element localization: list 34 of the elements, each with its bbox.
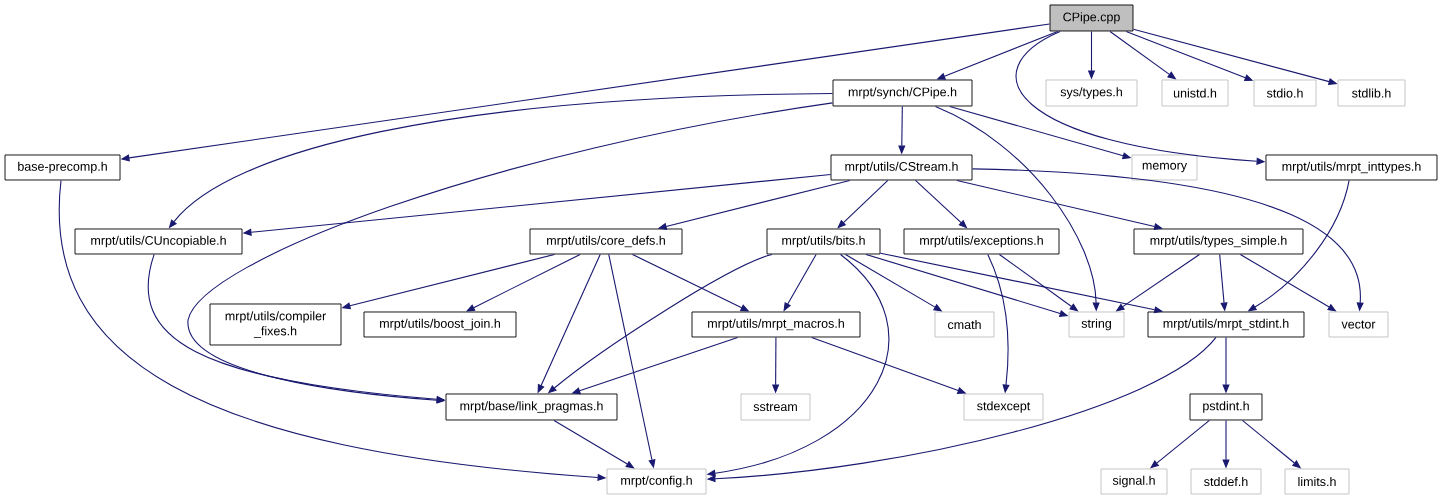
file-box: cmath bbox=[934, 311, 995, 338]
file-box: signal.h bbox=[1100, 468, 1168, 495]
file-box: sstream bbox=[740, 393, 811, 421]
file-box: mrpt/utils/CUncopiable.h bbox=[74, 228, 243, 255]
file-box: mrpt/config.h bbox=[606, 468, 707, 495]
file-box: stddef.h bbox=[1190, 468, 1262, 495]
file-box: mrpt/utils/compiler _fixes.h bbox=[209, 303, 342, 346]
file-box: pstdint.h bbox=[1189, 393, 1263, 421]
file-box: mrpt/utils/types_simple.h bbox=[1133, 228, 1304, 255]
file-box: mrpt/utils/core_defs.h bbox=[529, 228, 683, 255]
arrow bbox=[1150, 419, 1210, 469]
file-box: mrpt/synch/CPipe.h bbox=[832, 79, 973, 107]
file-box: mrpt/utils/CStream.h bbox=[830, 154, 973, 181]
file-box: limits.h bbox=[1284, 468, 1350, 495]
file-box: sys/types.h bbox=[1045, 79, 1138, 107]
file-box: unistd.h bbox=[1161, 79, 1229, 107]
arrow bbox=[553, 419, 635, 469]
file-box: mrpt/utils/mrpt_macros.h bbox=[691, 311, 861, 338]
arrow bbox=[187, 102, 834, 404]
file-box: base-precomp.h bbox=[4, 154, 121, 181]
file-box: stdexcept bbox=[963, 393, 1044, 421]
file-box: mrpt/utils/mrpt_inttypes.h bbox=[1265, 154, 1438, 181]
file-box: string bbox=[1068, 311, 1125, 338]
file-box: mrpt/base/link_pragmas.h bbox=[445, 393, 618, 421]
file-box: memory bbox=[1131, 154, 1198, 181]
file-box: mrpt/utils/boost_join.h bbox=[363, 311, 517, 338]
file-box: stdio.h bbox=[1253, 79, 1317, 107]
highlighted-file-box: CPipe.cpp bbox=[1049, 4, 1134, 32]
file-box: mrpt/utils/mrpt_stdint.h bbox=[1147, 311, 1305, 338]
file-box: mrpt/utils/bits.h bbox=[766, 228, 881, 255]
file-box: vector bbox=[1328, 311, 1389, 338]
arrow bbox=[837, 179, 889, 229]
file-box: stdlib.h bbox=[1337, 79, 1406, 107]
file-box: mrpt/utils/exceptions.h bbox=[903, 228, 1060, 255]
